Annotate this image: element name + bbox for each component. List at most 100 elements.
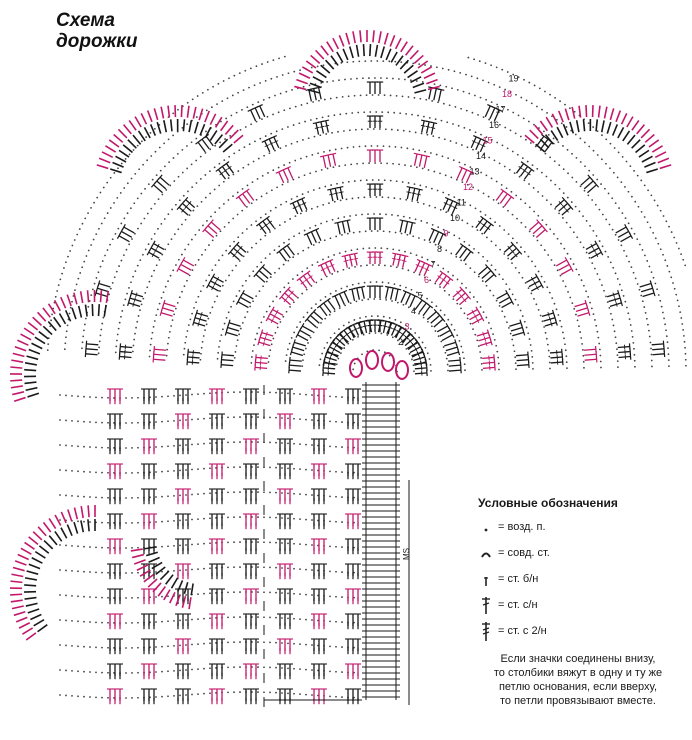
stitch-symbol (555, 256, 569, 267)
center-petal (349, 358, 363, 378)
legend-item-single-crochet: = ст. б/н (478, 568, 688, 594)
stitch-symbol (345, 438, 361, 451)
stitch-symbol (426, 308, 439, 321)
stitch-symbol (430, 121, 438, 135)
stitch-symbol (152, 356, 166, 363)
stitch-symbol (97, 280, 111, 288)
fan-scallop (10, 505, 96, 641)
stitch-symbol (206, 282, 220, 292)
stitch-symbol (243, 638, 259, 651)
row-number: 3 (405, 322, 410, 332)
stitch-symbol (651, 340, 665, 348)
stitch-symbol (311, 413, 327, 426)
stitch-symbol (153, 346, 167, 353)
stitch-symbol (311, 513, 327, 526)
stitch-symbol (175, 463, 191, 476)
stitch-symbol (482, 359, 496, 366)
stitch-symbol (376, 149, 384, 163)
legend-label: = совд. ст. (498, 547, 550, 559)
title-line-1: Схема (56, 10, 116, 31)
legend-item-double-crochet: = ст. с/н (478, 594, 688, 620)
legend-item-slip-stitch: = совд. ст. (478, 542, 688, 568)
stitch-symbol (516, 356, 530, 363)
legend-note-line: то петли провязывают вместе. (500, 695, 656, 707)
stitch-symbol (277, 688, 293, 701)
stitch-symbol (175, 613, 191, 626)
stitch-symbol (345, 688, 361, 701)
stitch-symbol (221, 351, 234, 358)
stitch-symbol (162, 299, 176, 308)
stitch-symbol (455, 243, 466, 256)
stitch-symbol (209, 613, 225, 626)
stitch-symbol (311, 488, 327, 501)
stitch-symbol (476, 329, 490, 337)
row-number: 6 (424, 275, 429, 285)
stitch-symbol (243, 463, 259, 476)
row-number: 9 (444, 229, 449, 239)
stitch-symbol (276, 249, 287, 262)
stitch-symbol (243, 538, 259, 551)
stitch-symbol (235, 298, 249, 309)
stitch-symbol (366, 149, 374, 163)
stitch-symbol (175, 663, 191, 676)
stitch-symbol (311, 438, 327, 451)
stitch-symbol (311, 463, 327, 476)
stitch-symbol (413, 152, 421, 166)
row-number: 16 (489, 120, 499, 130)
stitch-symbol (652, 345, 665, 353)
stitch-symbol (617, 343, 631, 350)
stitch-symbol (209, 663, 225, 676)
stitch-symbol (209, 413, 225, 426)
stitch-symbol (366, 81, 374, 95)
stitch-symbol (243, 613, 259, 626)
stitch-symbol (141, 488, 157, 501)
stitch-symbol (376, 115, 384, 129)
stitch-symbol (574, 299, 588, 308)
stitch-symbol (150, 182, 163, 194)
stitch-symbol (240, 289, 254, 300)
stitch-symbol (496, 289, 510, 300)
stitch-symbol (376, 81, 384, 95)
fan-scallop (130, 546, 194, 610)
stitch-symbol (300, 322, 314, 333)
stitch-symbol (107, 463, 123, 476)
stitch-symbol (119, 343, 133, 350)
stitch-symbol (311, 388, 327, 401)
stitch-symbol (127, 299, 141, 307)
stitch-symbol (243, 438, 259, 451)
row-number: 4 (411, 306, 416, 316)
stitch-symbol (639, 280, 653, 288)
fan-scallop (9, 289, 110, 403)
stitch-symbol (316, 303, 328, 317)
stitch-symbol (371, 251, 379, 264)
stitch-symbol (220, 361, 234, 368)
stitch-symbol (385, 285, 392, 299)
stitch-symbol (456, 165, 466, 180)
row-number: 19 (509, 74, 519, 84)
stitch-symbol (448, 366, 462, 374)
stitch-symbol (181, 256, 195, 267)
stitch-symbol (210, 273, 224, 283)
stitch-symbol (254, 359, 268, 366)
stitch-symbol (277, 513, 293, 526)
stitch-symbol (311, 638, 327, 651)
stitch-symbol (107, 638, 123, 651)
stitch-symbol (420, 119, 428, 133)
stitch-symbol (376, 251, 384, 265)
stitch-symbol (118, 353, 132, 360)
stitch-symbol (243, 688, 259, 701)
stitch-symbol (209, 638, 225, 651)
stitch-symbol (652, 350, 666, 358)
stitch-symbol (345, 413, 361, 426)
row-number: 10 (450, 213, 460, 223)
stitch-symbol (175, 638, 191, 651)
legend-label: = возд. п. (498, 521, 546, 533)
stitch-symbol (345, 388, 361, 401)
stitch-symbol (312, 121, 320, 135)
stitch-symbol (121, 224, 135, 234)
fan-scallop (524, 105, 672, 174)
stitch-symbol (416, 188, 423, 202)
stitch-symbol (261, 139, 271, 153)
stitch-symbol (406, 339, 420, 349)
